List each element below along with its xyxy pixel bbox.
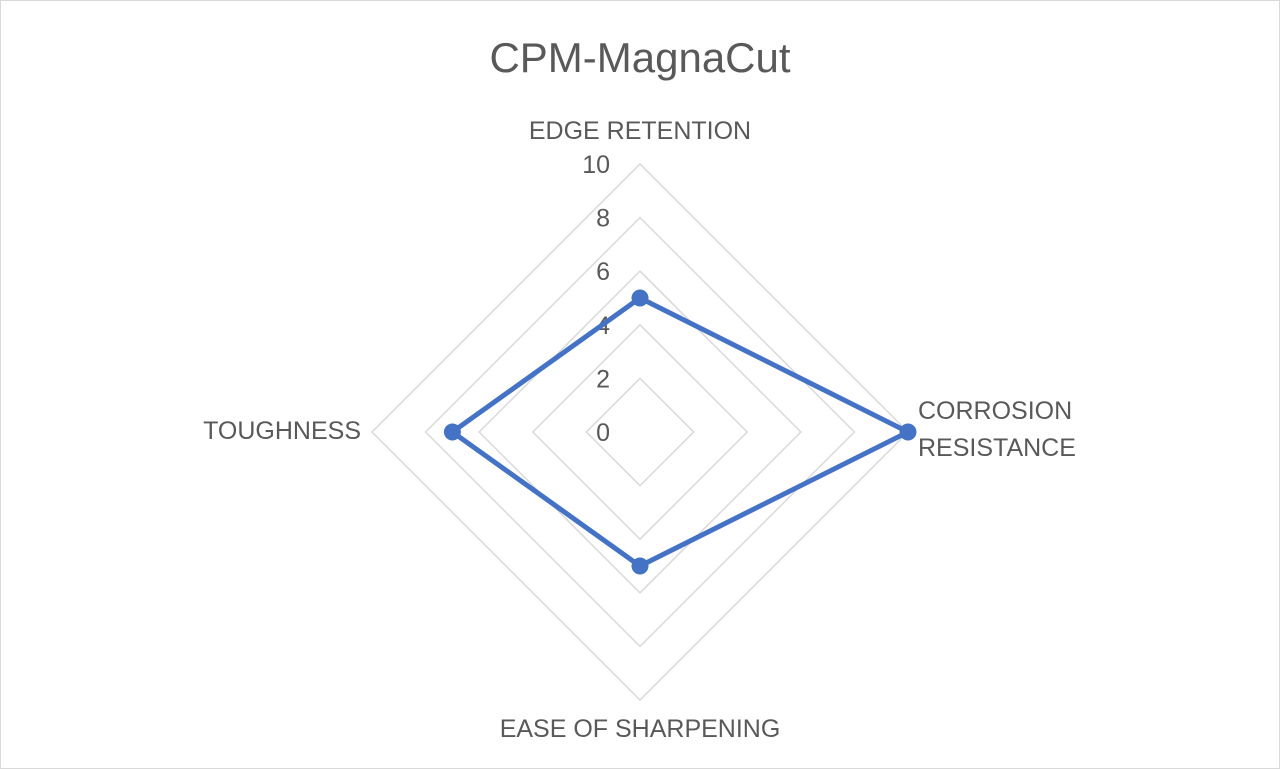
tick-label: 0: [596, 419, 610, 447]
grid-ring-8: [424, 216, 856, 648]
data-point: [899, 423, 917, 441]
tick-label: 6: [596, 258, 610, 286]
grid-ring-6: [478, 270, 802, 594]
data-point: [631, 289, 649, 307]
radar-grid: [370, 162, 910, 702]
chart-title: CPM-MagnaCut: [489, 34, 791, 81]
data-point: [443, 423, 461, 441]
axis-label-line: CORROSION: [918, 397, 1072, 425]
grid-ring-2: [585, 377, 695, 487]
series-layer: [443, 289, 917, 575]
axis-label: CORROSION RESISTANCE: [918, 397, 1076, 462]
data-point: [631, 557, 649, 575]
axis-label: EDGE RETENTION: [529, 117, 751, 145]
tick-label: 10: [582, 151, 610, 179]
axis-labels: EDGE RETENTION CORROSION RESISTANCE EASE OF…: [203, 117, 1076, 743]
tick-label: 8: [596, 205, 610, 233]
axis-label-line: EDGE RETENTION: [529, 117, 751, 145]
axis-label-line: RESISTANCE: [918, 434, 1076, 462]
grid-ring-4: [531, 323, 749, 541]
tick-label: 2: [596, 365, 610, 393]
axis-label: EASE OF SHARPENING: [500, 715, 781, 743]
series-line: [449, 295, 911, 569]
axis-label-line: TOUGHNESS: [203, 417, 361, 445]
axis-label-line: EASE OF SHARPENING: [500, 715, 781, 743]
grid-ring-10: [370, 162, 910, 702]
axis-label: TOUGHNESS: [203, 417, 361, 445]
